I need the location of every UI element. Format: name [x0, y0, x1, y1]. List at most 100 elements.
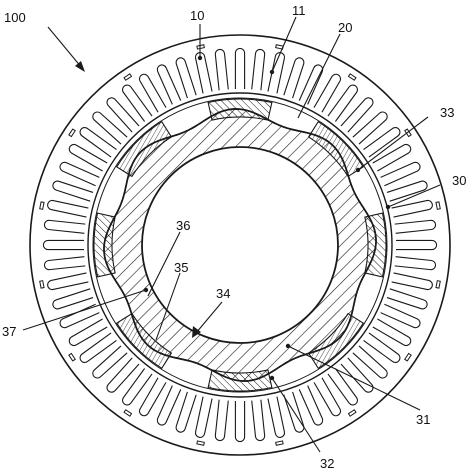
dot-31 — [285, 343, 291, 349]
leader-32 — [271, 377, 321, 453]
stator-slot — [214, 399, 229, 442]
stator-slot — [194, 396, 213, 438]
leader-11 — [271, 16, 297, 73]
leader-36 — [147, 231, 181, 297]
leader-34-arrow — [192, 326, 201, 338]
leader-34 — [195, 301, 223, 334]
stator-slot — [156, 385, 182, 426]
label-33: 33 — [440, 105, 454, 120]
stator-slot — [68, 143, 108, 172]
stator-slot — [396, 239, 438, 251]
stator-slot — [251, 399, 266, 442]
stator-outer-tick — [404, 352, 412, 362]
stator-slot — [43, 219, 86, 234]
stator-outer-tick — [39, 280, 45, 289]
stator-slot — [122, 368, 153, 406]
stator-slot — [352, 345, 388, 379]
stator-slot — [42, 239, 84, 251]
stator-slot — [47, 199, 89, 218]
label-10: 10 — [190, 8, 204, 23]
stator-slot — [138, 73, 167, 113]
label-31: 31 — [416, 412, 430, 427]
stator-slot — [234, 47, 246, 89]
label-37: 37 — [2, 324, 16, 339]
leader-30 — [387, 184, 441, 208]
stator-slot — [79, 127, 117, 158]
dot-32 — [269, 375, 275, 381]
stator-slot — [214, 48, 229, 91]
stator-bore — [87, 92, 393, 398]
stator-outer-tick — [68, 128, 76, 138]
stator-outer-tick — [123, 409, 133, 417]
label-30: 30 — [452, 173, 466, 188]
leader-33 — [357, 116, 429, 171]
leader-lines — [22, 16, 441, 453]
stator-slot — [267, 396, 286, 438]
leader-31 — [287, 345, 421, 411]
dot-33 — [355, 167, 361, 173]
leader-37 — [22, 289, 147, 331]
stator-slot — [92, 111, 128, 145]
stator-slot — [363, 127, 401, 158]
leader-20 — [297, 33, 341, 119]
stator-slot — [106, 97, 140, 133]
stator-slot — [68, 318, 108, 347]
stator-slot — [92, 345, 128, 379]
stator-slot — [175, 57, 197, 99]
label-100: 100 — [4, 10, 26, 25]
stator-slot — [234, 401, 246, 443]
stator-slot — [327, 84, 358, 122]
label-34: 34 — [216, 286, 230, 301]
leader-100 — [47, 26, 83, 69]
stator-slot — [394, 219, 437, 234]
stator-slot — [52, 180, 94, 202]
stator-slot — [283, 57, 305, 99]
stator-slot — [138, 377, 167, 417]
stator-slot — [386, 288, 428, 310]
stator-outer-tick — [196, 44, 205, 50]
stator-slot — [391, 199, 433, 218]
stator-slot — [391, 272, 433, 291]
stator-outer-tick — [123, 73, 133, 81]
stator-slot — [175, 391, 197, 433]
stator-bore-inner — [92, 97, 388, 393]
stator-outer-tick — [39, 201, 45, 210]
stator-slot — [194, 52, 213, 94]
shaft-bore — [141, 146, 339, 344]
label-35: 35 — [174, 260, 188, 275]
stator-slot — [43, 256, 86, 271]
stator-slot — [380, 161, 421, 187]
stator-outer-tick — [347, 409, 357, 417]
rotor-outline — [103, 108, 377, 382]
label-20: 20 — [338, 20, 352, 35]
dot-37 — [143, 287, 149, 293]
dot-10 — [197, 55, 203, 61]
stator-slot — [313, 377, 342, 417]
stator-slot — [251, 48, 266, 91]
stator-slot — [52, 288, 94, 310]
stator-outer-tick — [275, 440, 284, 446]
stator-outer-tick — [68, 352, 76, 362]
stator-slot — [363, 332, 401, 363]
stator-slot — [394, 256, 437, 271]
dot-30 — [385, 204, 391, 210]
stator-outer-ticks — [39, 44, 441, 446]
stator-slot — [298, 385, 324, 426]
stator-slot — [340, 97, 374, 133]
stator-slot — [47, 272, 89, 291]
dot-11 — [269, 69, 275, 75]
stator-slot — [106, 357, 140, 393]
stator-slot — [372, 318, 412, 347]
stator-slot — [352, 111, 388, 145]
leader-35 — [155, 272, 181, 341]
stator-slot — [386, 180, 428, 202]
stator-slot — [327, 368, 358, 406]
stator-outer-tick — [196, 440, 205, 446]
stator-slot — [59, 161, 100, 187]
stator-outer-tick — [435, 201, 441, 210]
stator-slot — [122, 84, 153, 122]
leader-100-arrow — [75, 61, 85, 72]
stator-slot — [313, 73, 342, 113]
label-32: 32 — [320, 456, 334, 471]
